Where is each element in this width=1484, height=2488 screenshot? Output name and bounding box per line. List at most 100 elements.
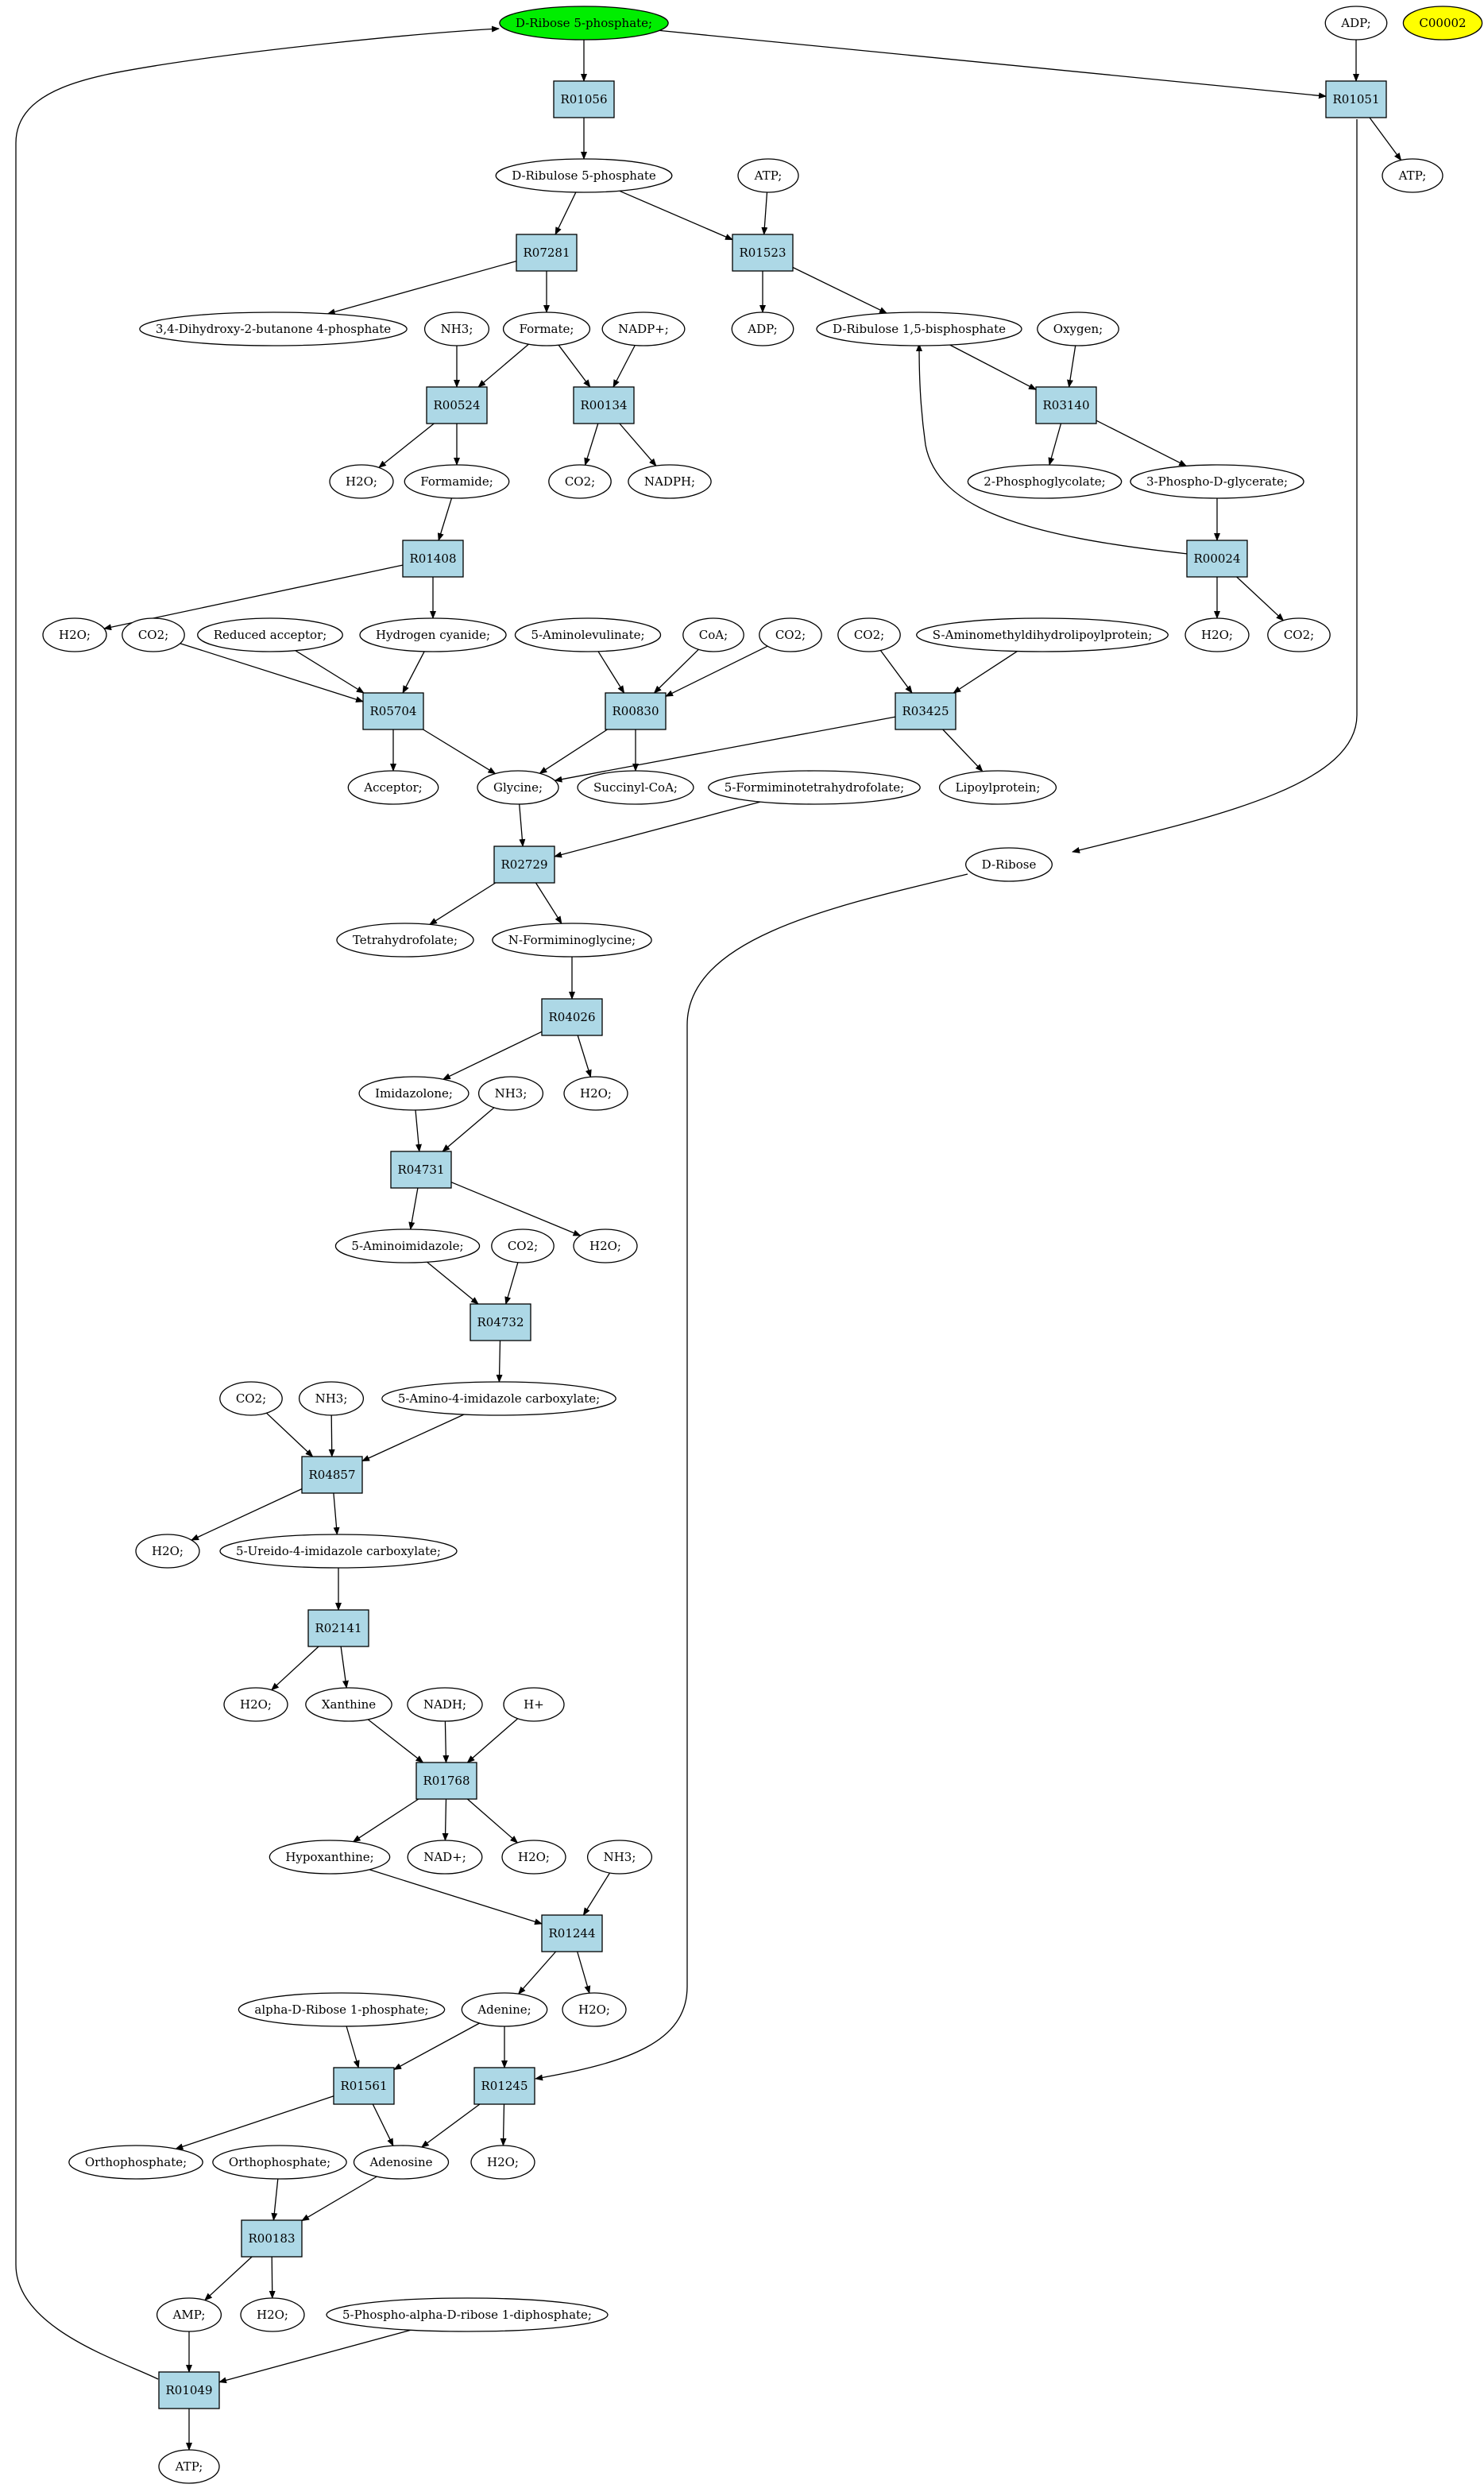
edge-arrow <box>352 1798 419 1843</box>
node-label: 5-Aminoimidazole; <box>351 1239 463 1253</box>
compound-node: C00002 <box>1402 6 1483 41</box>
node-label: H2O; <box>346 474 377 489</box>
edge-arrow <box>582 1872 611 1916</box>
reaction-node-r03425: R03425 <box>895 692 956 730</box>
reaction-box <box>895 692 956 730</box>
reaction-box <box>301 1456 363 1494</box>
node-label: R01245 <box>481 2079 528 2093</box>
node-label: R01051 <box>1332 92 1379 106</box>
compound-ellipse <box>219 1534 458 1569</box>
compound-ellipse <box>514 617 662 652</box>
edge-arrow <box>218 2329 412 2384</box>
node-label: R01244 <box>548 1926 595 1940</box>
compound-ellipse <box>491 1229 555 1263</box>
node-label: NH3; <box>604 1850 636 1864</box>
edge-arrow <box>180 643 364 702</box>
compound-node: H2O; <box>470 2145 535 2180</box>
node-label: NADP+; <box>618 322 669 336</box>
compound-ellipse <box>305 1687 392 1722</box>
compound-node: ADP; <box>731 311 794 346</box>
compound-node: 5-Aminolevulinate; <box>514 617 662 652</box>
node-label: 5-Phospho-alpha-D-ribose 1-diphosphate; <box>342 2308 592 2322</box>
compound-node: D-Ribulose 5-phosphate <box>495 158 673 193</box>
edge-arrow <box>1369 117 1402 161</box>
edge-arrow <box>271 1646 319 1691</box>
node-label: D-Ribulose 5-phosphate <box>512 168 656 183</box>
compound-node: Xanthine <box>305 1687 392 1722</box>
edge-arrow <box>1067 345 1076 388</box>
compound-node: Adenine; <box>461 1992 548 2027</box>
reaction-box <box>573 386 635 424</box>
compound-ellipse <box>562 1992 627 2027</box>
node-label: Formamide; <box>420 474 493 489</box>
node-label: ADP; <box>1340 16 1370 30</box>
reaction-box <box>470 1303 531 1341</box>
edge-arrow <box>175 2095 334 2150</box>
reaction-node-r01768: R01768 <box>415 1762 477 1800</box>
node-label: R00830 <box>612 704 659 718</box>
reaction-box <box>1325 80 1387 118</box>
edge-arrow <box>653 648 699 694</box>
compound-node: ATP; <box>158 2449 220 2484</box>
reaction-node-r00183: R00183 <box>241 2219 303 2258</box>
node-label: R01408 <box>409 551 456 566</box>
edge-arrow <box>597 651 625 694</box>
edge-arrow <box>427 1261 479 1305</box>
compound-node: Glycine; <box>477 770 559 805</box>
edge-arrow <box>584 423 599 466</box>
edge-arrow <box>437 497 453 541</box>
node-label: D-Ribose <box>982 857 1037 872</box>
compound-ellipse <box>212 2145 347 2180</box>
edge-arrow <box>442 1720 450 1763</box>
node-label: Lipoylprotein; <box>956 780 1041 795</box>
reaction-box <box>333 2067 395 2105</box>
compound-ellipse <box>407 1687 483 1722</box>
reaction-node-r07281: R07281 <box>516 234 578 272</box>
node-label: D-Ribose 5-phosphate; <box>516 16 652 30</box>
node-label: R04026 <box>548 1010 595 1024</box>
compound-ellipse <box>477 770 559 805</box>
edge-arrow <box>519 803 526 847</box>
reaction-node-r03140: R03140 <box>1035 386 1097 424</box>
edge-arrow <box>450 1182 582 1236</box>
edge-arrow <box>761 192 768 235</box>
node-label: H2O; <box>580 1086 612 1101</box>
compound-node: NADH; <box>407 1687 483 1722</box>
reaction-box <box>541 1914 603 1952</box>
edge-arrow <box>792 266 887 314</box>
compound-node: ADP; <box>1324 6 1388 41</box>
compound-node: 5-Phospho-alpha-D-ribose 1-diphosphate; <box>326 2297 609 2332</box>
node-label: R00183 <box>248 2231 295 2246</box>
compound-ellipse <box>326 2297 609 2332</box>
compound-ellipse <box>68 2145 203 2180</box>
edge-arrow <box>554 716 896 783</box>
node-label: Tetrahydrofolate; <box>353 933 458 947</box>
node-label: NH3; <box>441 322 473 336</box>
reaction-node-r04731: R04731 <box>390 1151 452 1189</box>
edge-arrow <box>619 423 657 466</box>
edge-arrow <box>466 1718 519 1763</box>
edge-arrow <box>378 423 435 469</box>
edge-arrow <box>295 650 365 694</box>
edge-arrow <box>415 1109 422 1152</box>
reaction-box <box>307 1609 369 1647</box>
compound-node: S-Aminomethyldihydrolipoylprotein; <box>916 617 1169 652</box>
compound-node: Oxygen; <box>1037 311 1119 346</box>
compound-ellipse <box>501 1840 566 1875</box>
node-label: R01768 <box>423 1774 470 1788</box>
compound-ellipse <box>1324 6 1388 41</box>
node-label: NAD+; <box>423 1850 466 1864</box>
edge-arrow <box>665 645 768 697</box>
node-label: H2O; <box>152 1544 184 1558</box>
reaction-node-r05704: R05704 <box>362 692 424 730</box>
node-label: CO2; <box>138 628 168 642</box>
compound-node: CO2; <box>491 1229 555 1263</box>
edge-arrow <box>558 344 591 388</box>
compound-ellipse <box>737 158 799 193</box>
node-label: R01056 <box>560 92 607 106</box>
node-label: Hydrogen cyanide; <box>376 628 490 642</box>
compound-ellipse <box>298 1381 365 1416</box>
compound-ellipse <box>404 464 510 499</box>
